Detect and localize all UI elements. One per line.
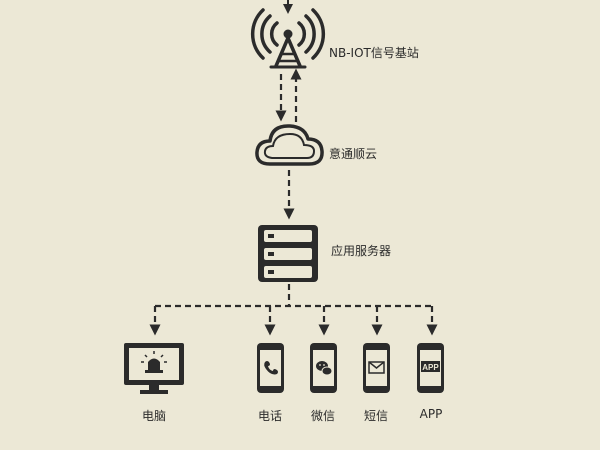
distribution-lines bbox=[149, 284, 438, 336]
phone-call-icon bbox=[257, 343, 284, 393]
wechat-icon bbox=[310, 343, 337, 393]
base-station-label: NB-IOT信号基站 bbox=[329, 46, 419, 60]
endpoint-label-computer: 电脑 bbox=[141, 409, 167, 423]
cloud-label: 意通顺云 bbox=[329, 147, 378, 161]
mail-icon bbox=[363, 343, 390, 393]
monitor-alarm-icon bbox=[124, 343, 184, 394]
cloud-icon bbox=[255, 124, 324, 166]
endpoint-label-app: APP bbox=[419, 407, 443, 421]
endpoint-label-phone: 电话 bbox=[257, 409, 283, 423]
radio-tower-icon bbox=[250, 8, 326, 69]
server-icon bbox=[258, 225, 318, 282]
app-badge-text: APP bbox=[422, 363, 439, 372]
server-label: 应用服务器 bbox=[331, 244, 392, 258]
endpoint-label-sms: 短信 bbox=[363, 409, 389, 423]
endpoint-label-wechat: 微信 bbox=[310, 409, 336, 423]
app-icon: APP bbox=[417, 343, 444, 393]
